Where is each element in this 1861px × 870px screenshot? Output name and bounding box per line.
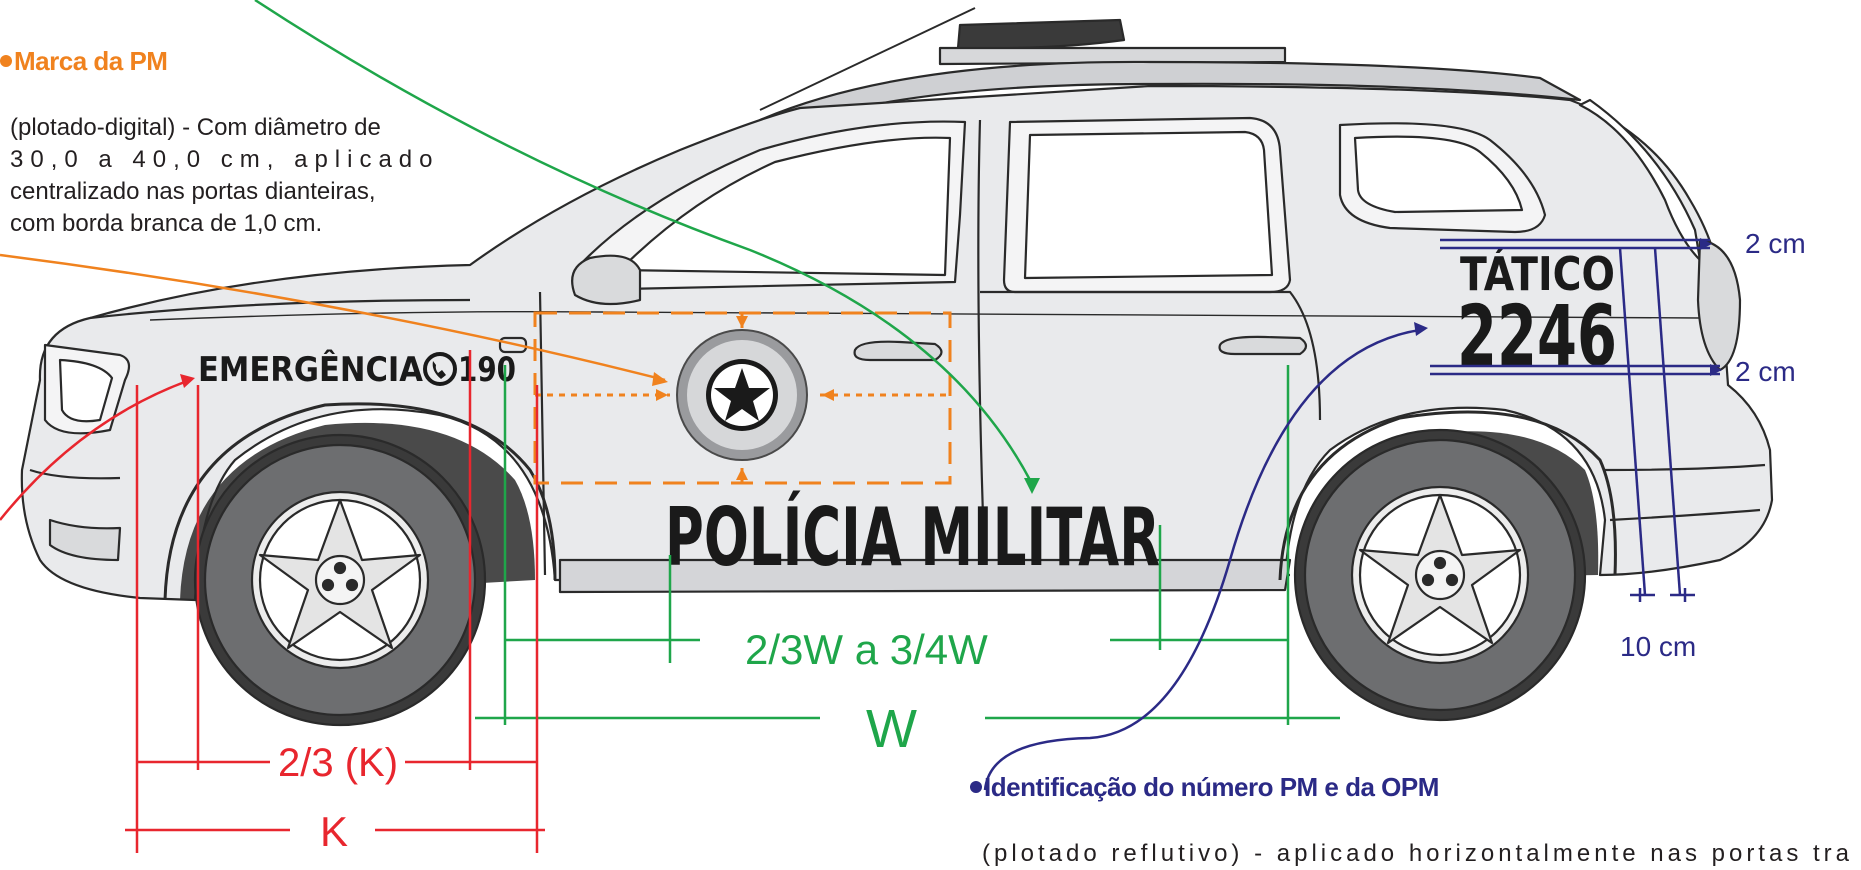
side-mirror (571, 254, 642, 306)
front-door-handle (853, 340, 943, 362)
door-span-label: W (866, 699, 917, 759)
rear-wheel-arch (1278, 410, 1617, 581)
brand-note-title: Marca da PM (0, 46, 168, 77)
roof-light-bar (956, 18, 1126, 50)
front-wheel (193, 433, 487, 727)
brand-leader-line (0, 253, 666, 382)
identification-note-body: (plotado reflutivo) - aplicado horizonta… (982, 840, 1852, 867)
brand-note-line: 30,0 a 40,0 cm, aplicado (10, 146, 440, 173)
bottom-margin-label: 2 cm (1735, 356, 1796, 387)
rocker-panel (558, 558, 1292, 594)
vehicle-illustration (20, 7, 1774, 727)
emergency-number: 190 (458, 350, 516, 390)
emblem-placement-guides (0, 253, 952, 485)
policia-militar-decal: POLÍCIA MILITAR (665, 490, 1160, 584)
emergency-width-label: 2/3 (K) (278, 741, 398, 785)
brand-note-line: centralizado nas portas dianteiras, (10, 178, 376, 205)
front-span-label: K (320, 808, 348, 853)
brand-note-line: com borda branca de 1,0 cm. (10, 210, 323, 237)
text-width-guides (254, 0, 1340, 725)
identification-note-title: Identificação do número PM e da OPM (970, 772, 1439, 803)
text-width-label: 2/3W a 3/4W (745, 626, 988, 673)
roof-rail (758, 60, 1582, 132)
bullet-icon (0, 55, 12, 68)
front-door-outline (538, 119, 987, 576)
rear-door-handle (1218, 335, 1308, 356)
unit-name-decal: TÁTICO (1460, 247, 1615, 301)
tail-light (1696, 238, 1742, 372)
red-leader-line (0, 378, 191, 521)
rear-wheel (1293, 428, 1587, 722)
rear-door-outline (980, 290, 1322, 421)
bullet-icon (970, 781, 982, 794)
antenna (759, 7, 976, 111)
front-wheel-arch (163, 402, 557, 601)
rear-offset-label: 10 cm (1620, 631, 1696, 662)
brand-note-line: (plotado-digital) - Com diâmetro de (10, 114, 381, 141)
star-emblem-icon (714, 368, 770, 421)
green-leader-line (254, 0, 1032, 481)
pm-emblem (676, 329, 808, 461)
phone-icon (423, 352, 457, 386)
emergency-decal: EMERGÊNCIA (198, 349, 424, 390)
identification-guides (983, 238, 1722, 791)
top-margin-label: 2 cm (1745, 228, 1806, 259)
front-span-guides (0, 350, 545, 853)
unit-number-decal: 2246 (1457, 287, 1617, 385)
navy-leader-line (983, 328, 1421, 791)
decal-texts: EMERGÊNCIA 190 POLÍCIA MILITAR TÁTICO 22… (198, 247, 1617, 584)
brand-note-body: (plotado-digital) - Com diâmetro de 30,0… (10, 112, 510, 240)
